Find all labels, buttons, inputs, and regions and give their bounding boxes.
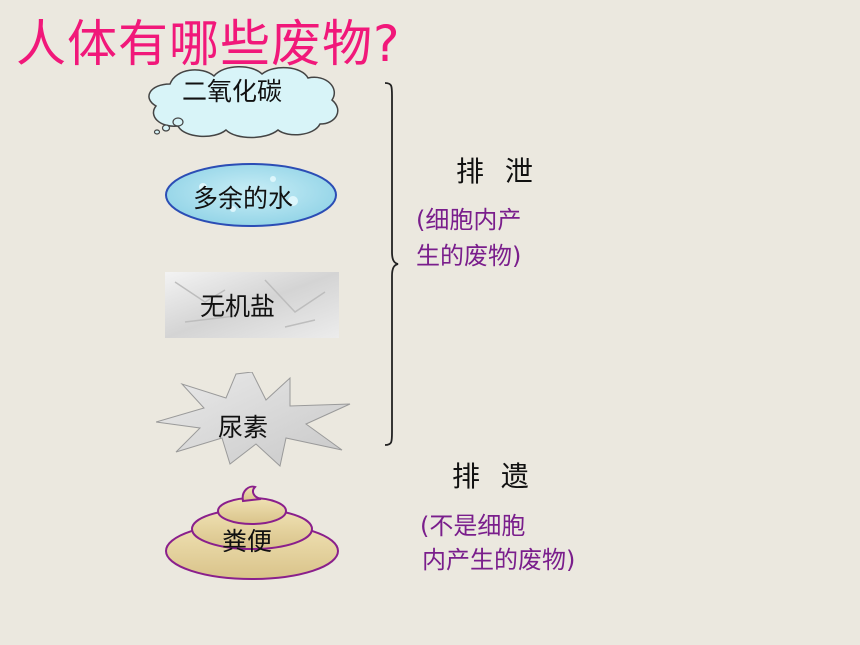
co2-cloud-shape [148,66,339,139]
excretion-heading: 排 泄 [456,155,539,188]
co2-label: 二氧化碳 [182,77,283,106]
excretion-note-line1: (细胞内产 [416,206,522,234]
excretion-brace [384,82,399,446]
water-ellipse-shape [165,163,337,227]
urea-label: 尿素 [218,413,269,442]
feces-pile-shape [165,485,339,580]
salt-block-shape [165,272,339,338]
salt-label: 无机盐 [200,292,276,321]
page-title: 人体有哪些废物? [16,15,401,73]
egestion-note-line2: 内产生的废物) [422,546,576,574]
egestion-heading: 排 遗 [452,460,535,493]
water-label: 多余的水 [193,184,294,213]
excretion-note-line2: 生的废物) [416,242,522,270]
urea-burst-shape [156,372,351,467]
feces-label: 粪便 [222,527,273,556]
egestion-note-line1: (不是细胞 [420,512,526,540]
